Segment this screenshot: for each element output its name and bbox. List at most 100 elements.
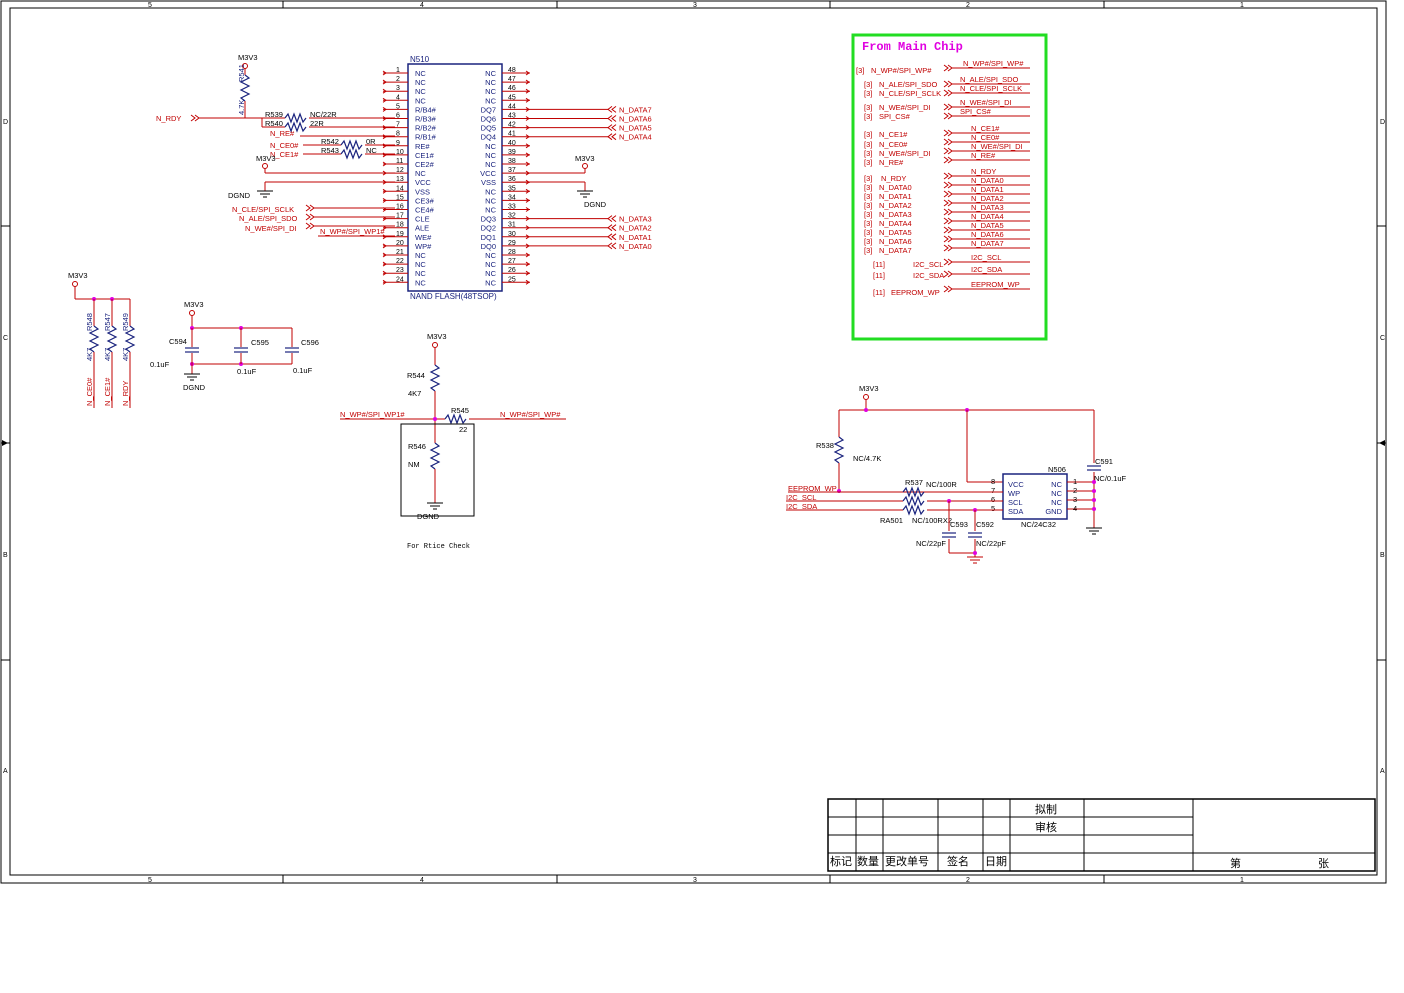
pullup-resistor[interactable] (106, 325, 118, 353)
net-n-data: N_DATA4 (619, 133, 652, 142)
nand-pin-name: NC (485, 96, 496, 105)
main-chip-signal: N_DATA4 (879, 219, 912, 228)
c592-refdes: C592 (976, 520, 994, 529)
net-n-rdy: N_RDY (156, 114, 181, 123)
row-label-right: C (1380, 335, 1385, 342)
capacitor-value: 0.1uF (237, 367, 257, 376)
nand-pin-name: NC (485, 196, 496, 205)
resistor-r541[interactable] (239, 74, 251, 102)
resistor-r538[interactable] (833, 436, 845, 464)
nand-pin-name: NC (485, 251, 496, 260)
main-chip-net: I2C_SCL (971, 253, 1001, 262)
resistor-r542[interactable] (340, 139, 363, 151)
pullup-resistors: M3V3 R5484K7N_CE0#R5474K7N_CE1#R5494K7N_… (68, 271, 136, 408)
nand-pin-number: 2 (396, 76, 400, 83)
main-chip-net: N_DATA1 (971, 185, 1004, 194)
nand-pin-name: NC (415, 69, 426, 78)
eeprom-chip-body[interactable] (1002, 473, 1068, 520)
pullup-value: 4K7 (121, 348, 130, 361)
main-chip-ref: [3] (864, 237, 872, 246)
net-n-data: N_DATA5 (619, 124, 652, 133)
main-chip-signal: N_CE1# (879, 130, 908, 139)
title-block-mark: 标记 (830, 854, 852, 868)
power-label-m3v3: M3V3 (427, 332, 447, 341)
resistor-r537[interactable] (902, 486, 925, 498)
r546-refdes: R546 (408, 442, 426, 451)
pullup-net: N_RDY (121, 381, 130, 406)
main-chip-net: N_WP#/SPI_WP# (963, 59, 1024, 68)
nand-pin-name: R/B4# (415, 105, 437, 114)
nand-pin-number: 33 (508, 204, 516, 211)
resistor-r539[interactable] (284, 112, 307, 124)
nand-pin-name: CE1# (415, 151, 435, 160)
title-block-of: 张 (1318, 857, 1329, 870)
r540-value: 22R (310, 119, 324, 128)
nand-pin-number: 4 (396, 94, 400, 101)
resistor-array-ra501-b[interactable] (902, 504, 925, 516)
net-n-cle: N_CLE/SPI_SCLK (232, 205, 294, 214)
main-chip-net: N_CE0# (971, 133, 1000, 142)
main-chip-net: EEPROM_WP (971, 280, 1020, 289)
resistor-r544[interactable] (429, 364, 441, 392)
title-block-date: 日期 (985, 855, 1007, 868)
resistor-r543[interactable] (340, 148, 363, 160)
eeprom-section: M3V3 R538 NC/4.7K C591 NC/0.1uF N506 NC/… (786, 384, 1127, 564)
nand-pin-number: 45 (508, 94, 516, 101)
main-chip-net: N_DATA0 (971, 176, 1004, 185)
row-label-left: D (3, 119, 8, 126)
nand-pin-name: CLE (415, 215, 430, 224)
main-chip-signal: N_DATA7 (879, 246, 912, 255)
nand-pin-name: VCC (415, 178, 431, 187)
main-chip-ref: [3] (864, 158, 872, 167)
r545-value: 22 (459, 425, 467, 434)
pullup-value: 4K7 (85, 348, 94, 361)
r543-value: NC (366, 146, 377, 155)
nand-pin-number: 41 (508, 131, 516, 138)
nand-pin-number: 30 (508, 231, 516, 238)
r537-refdes: R537 (905, 478, 923, 487)
power-label-m3v3: M3V3 (859, 384, 879, 393)
nand-pin-name: NC (485, 260, 496, 269)
main-chip-ref: [3] (864, 246, 872, 255)
main-chip-signal: N_DATA2 (879, 201, 912, 210)
main-chip-ref: [3] (864, 174, 872, 183)
main-chip-ref: [3] (864, 192, 872, 201)
r542-refdes: R542 (321, 137, 339, 146)
resistor-r546[interactable] (429, 442, 441, 470)
nand-pin-name: NC (485, 187, 496, 196)
net-i2c-sda: I2C_SDA (786, 502, 817, 511)
main-chip-ref: [11] (873, 288, 885, 297)
resistor-r540[interactable] (284, 121, 307, 133)
nand-pin-number: 44 (508, 103, 516, 110)
main-chip-signal: N_DATA6 (879, 237, 912, 246)
pullup-refdes: R548 (85, 313, 94, 331)
eeprom-pin-name: NC (1051, 480, 1062, 489)
eeprom-pin-number: 7 (991, 486, 995, 495)
resistor-array-ra501-a[interactable] (902, 495, 925, 507)
power-label-m3v3: M3V3 (238, 53, 258, 62)
nand-pin-number: 39 (508, 149, 516, 156)
eeprom-pin-number: 5 (991, 504, 995, 513)
pullup-resistor[interactable] (124, 325, 136, 353)
main-chip-border (851, 33, 1048, 341)
nand-pin-number: 8 (396, 131, 400, 138)
nand-chip-body[interactable] (407, 63, 503, 292)
resistor-r545[interactable] (444, 413, 467, 425)
main-chip-signal: I2C_SDA (913, 271, 944, 280)
col-label-bottom: 1 (1240, 877, 1244, 884)
net-n-data: N_DATA1 (619, 233, 652, 242)
pullup-resistor[interactable] (88, 325, 100, 353)
nand-pin-name: WE# (415, 233, 432, 242)
nand-pin-number: 21 (396, 249, 404, 256)
nand-pin-name: NC (485, 78, 496, 87)
nand-pin-name: NC (485, 278, 496, 287)
main-chip-net: I2C_SDA (971, 265, 1002, 274)
nand-pin-number: 29 (508, 240, 516, 247)
pullup-refdes: R547 (103, 313, 112, 331)
nand-pin-number: 38 (508, 158, 516, 165)
title-block-qty: 数量 (857, 855, 879, 868)
nand-pin-name: NC (415, 278, 426, 287)
main-chip-ref: [3] (864, 219, 872, 228)
